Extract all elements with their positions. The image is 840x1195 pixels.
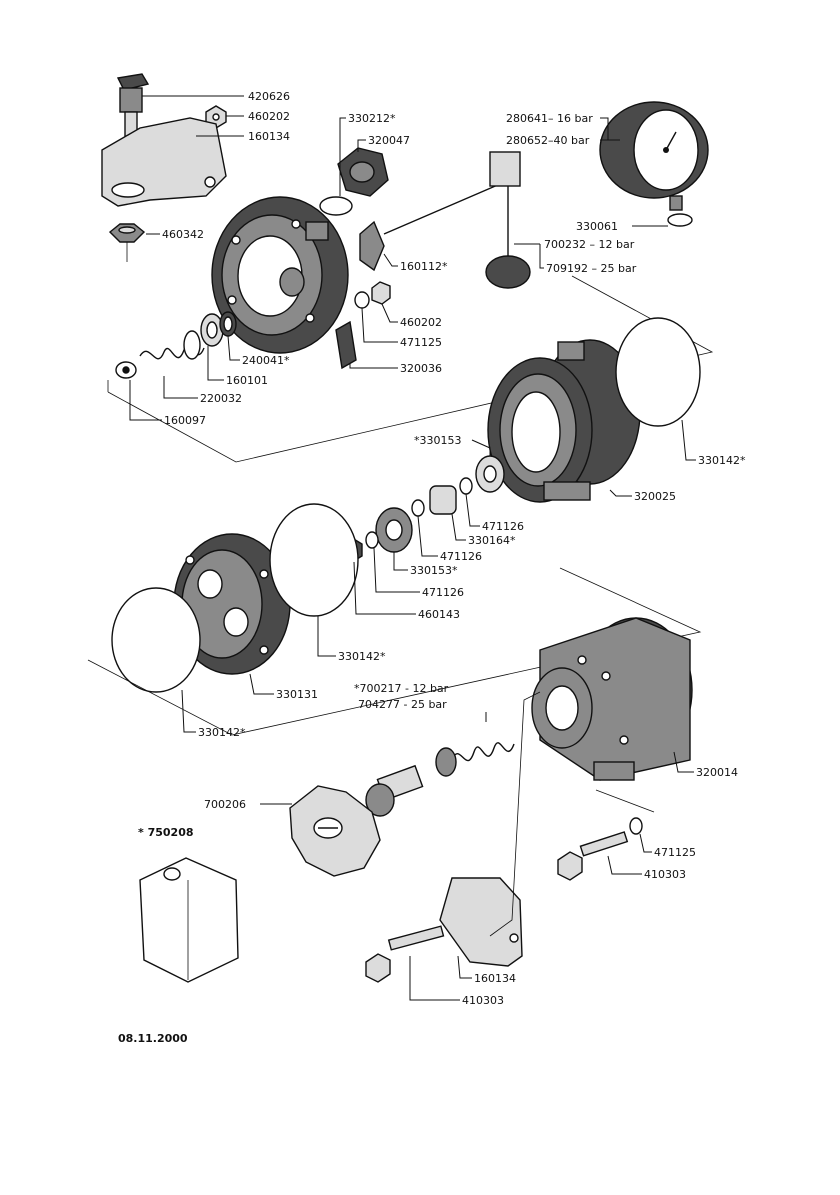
label-160134-bottom: 160134	[474, 972, 516, 985]
handwheel-700206	[289, 785, 381, 877]
lever-700232	[383, 151, 531, 289]
label-240041: 240041*	[242, 354, 290, 367]
part-labels: 420626 460202 160134 460342 330212* 3200…	[118, 90, 746, 1045]
label-280652: 280652–40 bar	[506, 134, 590, 147]
flange-330131	[173, 533, 291, 675]
label-320025: 320025	[634, 490, 676, 503]
oring-330142-right	[615, 317, 701, 427]
leader-lines	[129, 95, 696, 1001]
spring-700217	[435, 742, 515, 777]
label-471125-bottom: 471125	[654, 846, 696, 859]
label-330212: 330212*	[348, 112, 396, 125]
spring-220032	[139, 330, 205, 360]
cap-320047	[337, 147, 389, 197]
section-middle-housing	[87, 317, 702, 736]
label-330153-lower: 330153*	[410, 564, 458, 577]
label-320014: 320014	[696, 766, 738, 779]
label-704277: 704277 - 25 bar	[358, 698, 447, 711]
oring-330061	[667, 213, 693, 227]
washer-471125-top	[354, 291, 370, 309]
label-220032: 220032	[200, 392, 242, 405]
bracket-160134-top	[101, 117, 227, 207]
document-date: 08.11.2000	[118, 1032, 188, 1045]
oring-330142-middle	[269, 503, 359, 617]
label-471126-3: 471126	[422, 586, 464, 599]
label-330142-middle: 330142*	[338, 650, 386, 663]
nut-460202-mid	[371, 281, 391, 305]
bolt-410303-left	[365, 925, 445, 983]
section-lower-housing	[139, 617, 693, 983]
label-330164: 330164*	[468, 534, 516, 547]
label-330153-upper: *330153	[414, 434, 462, 447]
washer-471126-2	[411, 499, 425, 517]
label-320047: 320047	[368, 134, 410, 147]
label-471125-top: 471125	[400, 336, 442, 349]
oring-330212	[319, 196, 353, 216]
label-160112: 160112*	[400, 260, 448, 273]
package-bag-icon	[139, 857, 239, 983]
nut-460202-top	[205, 105, 227, 129]
label-410303-left: 410303	[462, 994, 504, 1007]
washer-471126-3	[365, 531, 379, 549]
label-750208: * 750208	[138, 826, 194, 839]
label-460202-top: 460202	[248, 110, 290, 123]
plate-160112	[359, 220, 385, 272]
label-330142-right: 330142*	[698, 454, 746, 467]
bolt-410303-right	[557, 817, 643, 881]
label-160134-top: 160134	[248, 130, 290, 143]
body-320036	[211, 196, 357, 370]
label-700217: *700217 - 12 bar	[354, 682, 449, 695]
label-410303-right: 410303	[644, 868, 686, 881]
label-330061: 330061	[576, 220, 618, 233]
label-280641: 280641– 16 bar	[506, 112, 593, 125]
washer-471126-1	[459, 477, 473, 495]
spindle	[365, 764, 424, 817]
bracket-160134-bottom	[439, 877, 523, 967]
label-471126-2: 471126	[440, 550, 482, 563]
oring-330142-left	[111, 587, 201, 693]
label-460342: 460342	[162, 228, 204, 241]
label-160097: 160097	[164, 414, 206, 427]
label-330131: 330131	[276, 688, 318, 701]
filter-330164	[429, 485, 457, 515]
label-709192: 709192 – 25 bar	[546, 262, 637, 275]
label-460202-mid: 460202	[400, 316, 442, 329]
label-420626: 420626	[248, 90, 290, 103]
pressure-gauge-icon	[599, 101, 709, 211]
label-330142-left: 330142*	[198, 726, 246, 739]
nut-460342	[108, 223, 146, 243]
label-320036: 320036	[400, 362, 442, 375]
label-471126-1: 471126	[482, 520, 524, 533]
section-top-assembly	[101, 73, 714, 463]
housing-320025	[487, 339, 641, 503]
label-460143: 460143	[418, 608, 460, 621]
label-160101: 160101	[226, 374, 268, 387]
label-700206: 700206	[204, 798, 246, 811]
label-700232: 700232 – 12 bar	[544, 238, 635, 251]
housing-320014	[531, 617, 693, 781]
